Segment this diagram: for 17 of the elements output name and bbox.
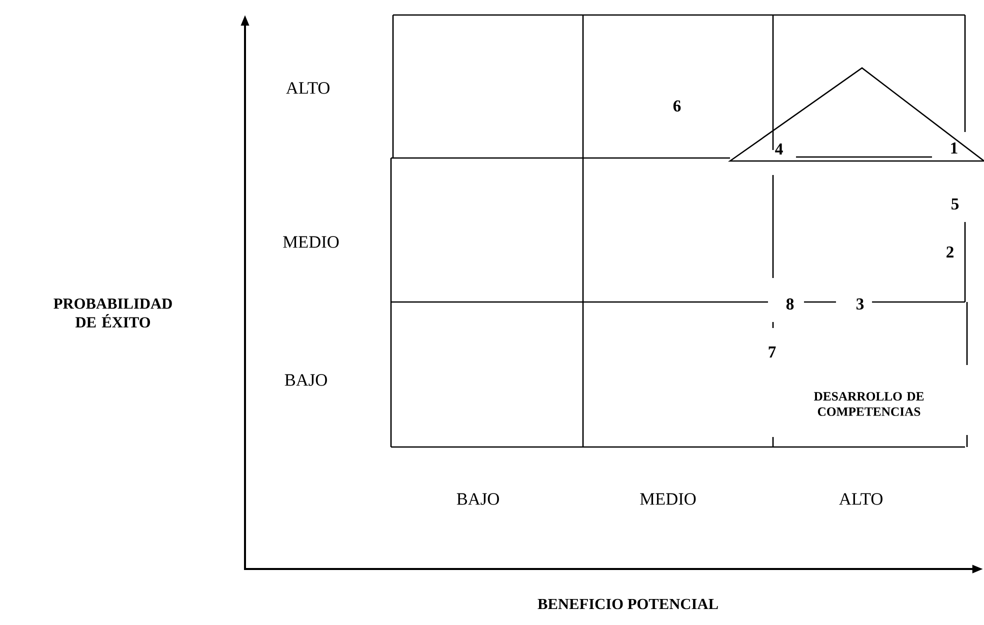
callout-number: 5 — [952, 198, 959, 210]
callout-number: 6 — [673, 100, 681, 112]
callout-number: 8 — [786, 298, 794, 310]
column-label: ALTO — [839, 493, 882, 505]
row-label: ALTO — [286, 82, 330, 94]
callout-number: 1 — [951, 142, 958, 154]
cell-label: DESARROLLO DE COMPETENCIAS — [814, 392, 924, 416]
callout-number: 2 — [946, 246, 954, 258]
callout-number: 4 — [775, 144, 783, 154]
callout-number: 7 — [768, 346, 776, 358]
callout-number: 3 — [856, 298, 864, 310]
column-label: MEDIO — [640, 493, 696, 505]
axis-label: BENEFICIO POTENCIAL — [538, 598, 718, 610]
axis-label: PROBABILIDAD DE ÉXITO — [54, 298, 172, 328]
row-label: BAJO — [284, 374, 327, 386]
row-label: MEDIO — [283, 236, 339, 248]
column-label: BAJO — [456, 493, 499, 505]
